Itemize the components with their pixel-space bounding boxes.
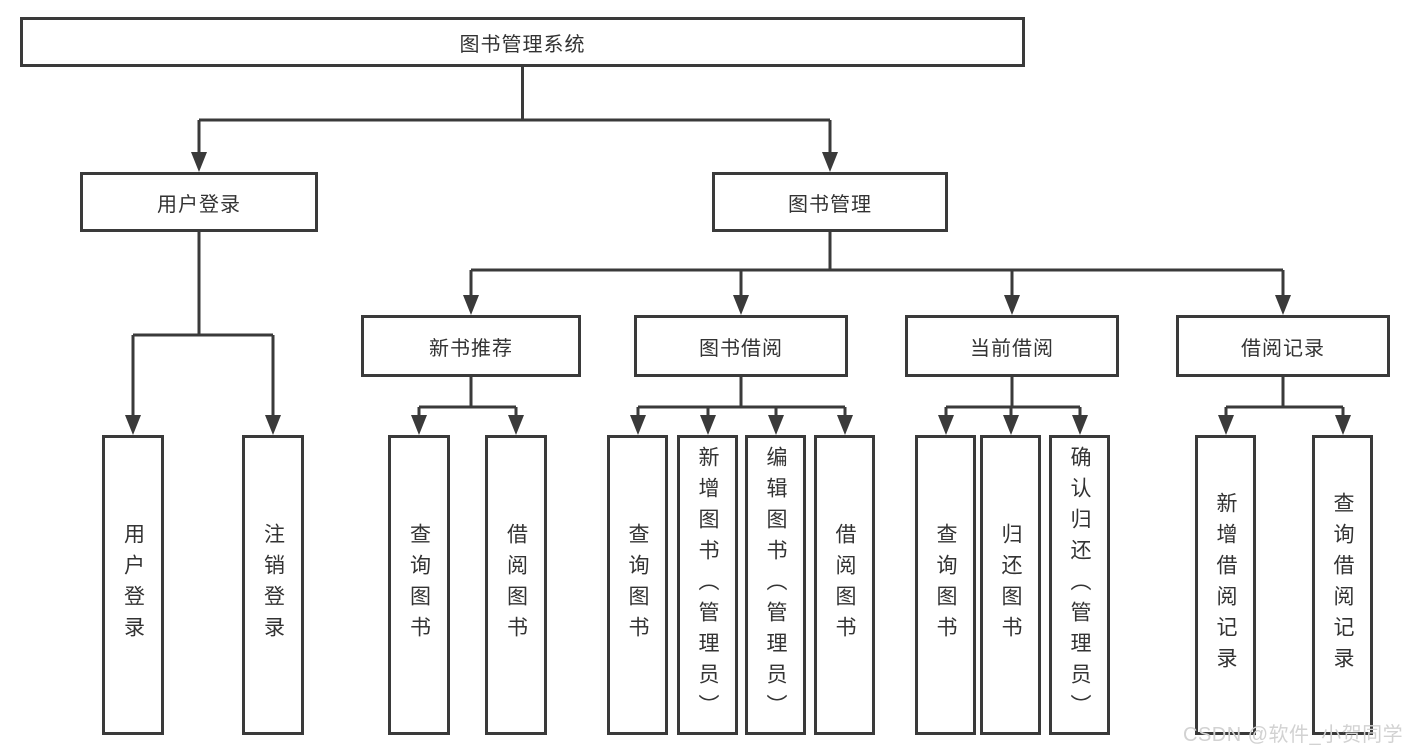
- node-label: 用户登录: [157, 193, 241, 216]
- leaf-logout-login: 注销登录: [242, 435, 304, 735]
- leaf-label: 注销登录: [261, 523, 285, 647]
- arrow-icon: [1003, 415, 1019, 435]
- node-book-borrowing: 图书借阅: [634, 315, 848, 377]
- arrow-icon: [411, 415, 427, 435]
- leaf-user-login: 用户登录: [102, 435, 164, 735]
- node-label: 图书借阅: [699, 337, 783, 360]
- arrow-icon: [1335, 415, 1351, 435]
- leaf-label: 归还图书: [999, 523, 1022, 647]
- node-label: 借阅记录: [1241, 337, 1325, 360]
- node-book-management: 图书管理: [712, 172, 948, 232]
- leaf-borrow-borrow: 借阅图书: [814, 435, 875, 735]
- leaf-label: 借阅图书: [504, 523, 528, 647]
- leaf-label: 新增借阅记录: [1214, 492, 1237, 678]
- arrow-icon: [938, 415, 954, 435]
- node-label: 新书推荐: [429, 337, 513, 360]
- leaf-label: 查询图书: [934, 523, 957, 647]
- leaf-current-return: 归还图书: [980, 435, 1041, 735]
- leaf-records-query: 查询借阅记录: [1312, 435, 1373, 735]
- arrow-icon: [822, 152, 838, 172]
- arrow-icon: [733, 295, 749, 315]
- leaf-borrow-edit-admin: 编辑图书（管理员）: [745, 435, 806, 735]
- connector-book-borrow-fan: [636, 377, 847, 419]
- arrow-icon: [1072, 415, 1088, 435]
- connector-user-login-fan: [131, 232, 275, 419]
- arrow-icon: [1004, 295, 1020, 315]
- connector-root-fan: [197, 67, 832, 156]
- arrow-icon: [768, 415, 784, 435]
- csdn-watermark: CSDN @软件_小贺同学: [1183, 724, 1404, 746]
- leaf-newbooks-borrow: 借阅图书: [485, 435, 547, 735]
- node-label: 当前借阅: [970, 337, 1054, 360]
- leaf-borrow-add-admin: 新增图书（管理员）: [677, 435, 738, 735]
- leaf-current-confirm-return-admin: 确认归还（管理员）: [1049, 435, 1110, 735]
- arrow-icon: [463, 295, 479, 315]
- connector-borrow-records-fan: [1224, 377, 1345, 419]
- node-user-login: 用户登录: [80, 172, 318, 232]
- arrow-icon: [1275, 295, 1291, 315]
- arrow-icon: [837, 415, 853, 435]
- node-new-book-recommend: 新书推荐: [361, 315, 581, 377]
- leaf-label: 用户登录: [121, 523, 145, 647]
- arrow-icon: [700, 415, 716, 435]
- connector-current-borrow-fan: [944, 377, 1082, 419]
- node-label: 图书管理系统: [459, 33, 586, 56]
- arrow-icon: [630, 415, 646, 435]
- arrow-icon: [265, 415, 281, 435]
- node-root: 图书管理系统: [20, 17, 1025, 67]
- node-label: 图书管理: [788, 193, 872, 216]
- leaf-label: 确认归还（管理员）: [1068, 445, 1091, 725]
- connector-new-books-fan: [417, 377, 518, 419]
- leaf-current-query: 查询图书: [915, 435, 976, 735]
- leaf-label: 查询借阅记录: [1331, 492, 1354, 678]
- leaf-borrow-query: 查询图书: [607, 435, 668, 735]
- leaf-newbooks-query: 查询图书: [388, 435, 450, 735]
- arrow-icon: [191, 152, 207, 172]
- arrow-icon: [125, 415, 141, 435]
- arrow-icon: [1218, 415, 1234, 435]
- leaf-label: 编辑图书（管理员）: [764, 445, 787, 725]
- leaf-label: 查询图书: [407, 523, 431, 647]
- leaf-records-add: 新增借阅记录: [1195, 435, 1256, 735]
- node-current-borrowing: 当前借阅: [905, 315, 1119, 377]
- leaf-label: 新增图书（管理员）: [696, 445, 719, 725]
- arrow-icon: [508, 415, 524, 435]
- node-borrowing-records: 借阅记录: [1176, 315, 1390, 377]
- connector-book-mgmt-fan: [469, 232, 1285, 299]
- leaf-label: 借阅图书: [833, 523, 856, 647]
- leaf-label: 查询图书: [626, 523, 649, 647]
